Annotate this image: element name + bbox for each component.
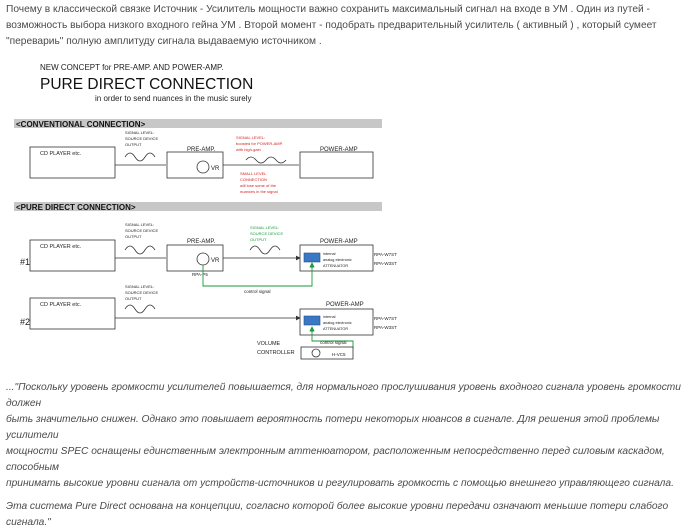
intro-line: "перевариь" полную амплитуду сигнала выд… (6, 36, 322, 47)
model-list: RPA-W7ST RPA-W3ST (374, 316, 398, 330)
conventional-title: <CONVENTIONAL CONNECTION> (16, 120, 146, 129)
boosted-waveform (245, 156, 287, 164)
source-waveform (124, 304, 156, 314)
source-waveform (124, 152, 156, 162)
poweramp-box (299, 151, 374, 179)
poweramp-label: POWER-AMP (326, 302, 364, 308)
intro-line: Почему в классической связке Источник - … (6, 4, 650, 15)
preamp-label: PRE-AMP. (187, 239, 216, 245)
attenuator-note: internal analog electronic ATTENUATOR (323, 315, 353, 331)
row-number: #2 (20, 317, 30, 327)
rpa-p5-label: RPA-P5 (192, 272, 208, 277)
preamp-box (166, 151, 224, 179)
quote-line: мощности SPEC оснащены единственным элек… (6, 446, 665, 473)
quote-line: ..."Поскольку уровень громкости усилител… (6, 382, 681, 409)
control-signal-line (202, 262, 315, 287)
attenuator-chip-icon (303, 315, 321, 326)
quote-line: Эта система Pure Direct основана на конц… (6, 501, 669, 528)
cd-player-label: CD PLAYER etc. (40, 151, 82, 157)
poweramp-label: POWER-AMP (320, 239, 358, 245)
control-signal-line (309, 326, 354, 349)
source-waveform (249, 245, 281, 255)
cd-player-label: CD PLAYER etc. (40, 302, 82, 308)
attenuator-chip-icon (303, 252, 321, 263)
green-level-note: SIGNAL LEVEL: SOURCE DEVICE OUTPUT (250, 225, 284, 242)
poweramp-label: POWER-AMP (320, 147, 358, 153)
conventional-bar (14, 119, 382, 128)
vr-label: VR (211, 166, 220, 172)
cd-player-label: CD PLAYER etc. (40, 244, 82, 250)
pure-direct-diagram: NEW CONCEPT for PRE-AMP. AND POWER-AMP. … (14, 63, 398, 360)
volume-controller-label: VOLUME CONTROLLER (257, 341, 295, 356)
vr-knob-icon (196, 252, 210, 266)
quote-line: принимать высокие уровни сигнала от устр… (6, 478, 674, 489)
quote-line: быть значительно снижен. Однако это повы… (6, 414, 660, 441)
source-level-note: SIGNAL LEVEL: SOURCE DEVICE OUTPUT (125, 284, 159, 301)
cd-player-box (29, 297, 116, 330)
intro-paragraph: Почему в классической связке Источник - … (6, 2, 686, 50)
control-signal-label: control signal (320, 340, 347, 345)
figure-title: PURE DIRECT CONNECTION (40, 76, 253, 93)
volume-controller-model: H-VC5 (332, 352, 346, 357)
cd-player-box (29, 239, 116, 272)
vr-label: VR (211, 258, 220, 264)
preamp-label: PRE-AMP. (187, 147, 216, 153)
source-waveform (124, 245, 156, 255)
vr-knob-icon (196, 160, 210, 174)
source-level-note: SIGNAL LEVEL: SOURCE DEVICE OUTPUT (125, 130, 159, 147)
quote-paragraph: ..."Поскольку уровень громкости усилител… (6, 380, 686, 531)
figure-subtitle: in order to send nuances in the music su… (95, 94, 252, 103)
attenuator-note: internal analog electronic ATTENUATOR (323, 252, 353, 268)
intro-line: возможность выбора низкого входного гейн… (6, 20, 657, 31)
pure-direct-bar (14, 202, 382, 211)
source-level-note: SIGNAL LEVEL: SOURCE DEVICE OUTPUT (125, 222, 159, 239)
row-number: #1 (20, 257, 30, 267)
model-list: RPA-W7ST RPA-W3ST (374, 252, 398, 266)
figure-header-small: NEW CONCEPT for PRE-AMP. AND POWER-AMP. (40, 63, 224, 72)
boost-note: SIGNAL LEVEL: boosted for POWER-AMP. wit… (236, 135, 284, 152)
volume-knob-icon (311, 348, 321, 358)
control-signal-label: control signal (244, 289, 271, 294)
pure-direct-title: <PURE DIRECT CONNECTION> (16, 203, 136, 212)
cd-player-box (29, 146, 116, 179)
small-level-note: SMALL LEVEL CONNECTION will lose some of… (240, 171, 278, 194)
